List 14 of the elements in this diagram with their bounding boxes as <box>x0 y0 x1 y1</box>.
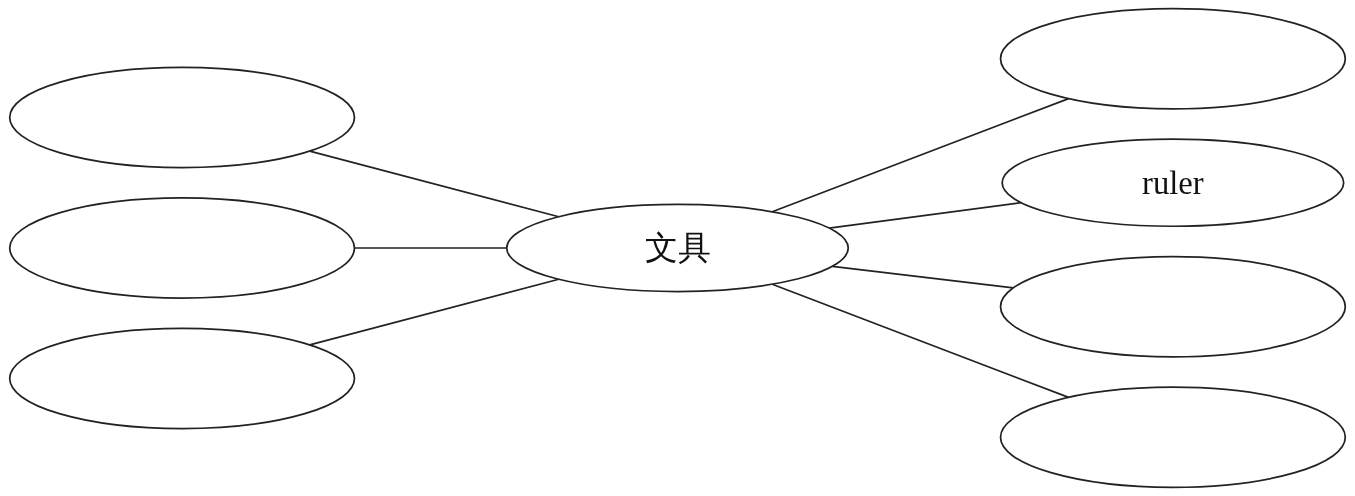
node-ellipse: 文具 <box>505 203 850 293</box>
node-ellipse <box>8 66 356 169</box>
node-ellipse <box>999 255 1347 358</box>
connector <box>771 283 1070 399</box>
node-ellipse: ruler <box>1001 138 1345 228</box>
connector <box>771 97 1070 213</box>
node-ellipse <box>999 7 1347 110</box>
node-ellipse <box>8 327 356 430</box>
connector <box>831 265 1015 289</box>
connector <box>308 150 560 218</box>
node-ellipse <box>8 197 356 299</box>
connector <box>308 278 560 346</box>
connector <box>828 201 1023 229</box>
node-ellipse <box>999 386 1347 489</box>
